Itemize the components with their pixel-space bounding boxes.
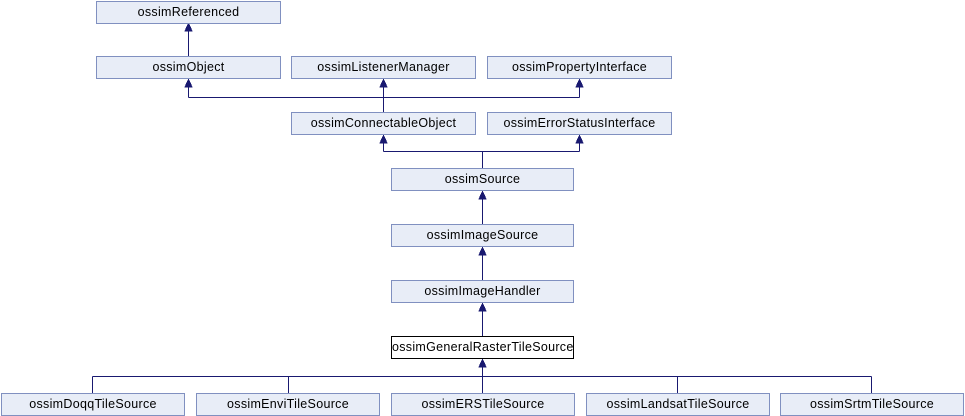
class-node-ossim-image-handler[interactable]: ossimImageHandler xyxy=(391,280,574,303)
class-node-ossim-error-status-interface[interactable]: ossimErrorStatusInterface xyxy=(487,112,672,135)
edge-ossim-object-to-ossim-referenced xyxy=(184,22,193,56)
class-node-ossim-property-interface[interactable]: ossimPropertyInterface xyxy=(487,56,672,79)
edge-ossim-image-source-to-ossim-source xyxy=(478,190,487,224)
class-node-ossim-referenced[interactable]: ossimReferenced xyxy=(96,1,281,24)
class-node-ossim-listener-manager[interactable]: ossimListenerManager xyxy=(291,56,476,79)
edge-ossim-image-handler-to-ossim-image-source xyxy=(478,246,487,280)
edge-ossim-general-raster-tile-source-to-ossim-image-handler xyxy=(478,302,487,336)
edge-ossim-source-to-bases xyxy=(379,134,584,168)
class-node-ossim-general-raster-tile-source: ossimGeneralRasterTileSource xyxy=(391,336,574,359)
class-node-ossim-object[interactable]: ossimObject xyxy=(96,56,281,79)
class-node-ossim-source[interactable]: ossimSource xyxy=(391,168,574,191)
class-node-ossim-doqq-tile-source[interactable]: ossimDoqqTileSource xyxy=(1,393,185,416)
class-node-ossim-connectable-object[interactable]: ossimConnectableObject xyxy=(291,112,476,135)
class-node-ossim-image-source[interactable]: ossimImageSource xyxy=(391,224,574,247)
class-node-ossim-ers-tile-source[interactable]: ossimERSTileSource xyxy=(391,393,575,416)
class-node-ossim-srtm-tile-source[interactable]: ossimSrtmTileSource xyxy=(780,393,964,416)
class-node-ossim-landsat-tile-source[interactable]: ossimLandsatTileSource xyxy=(586,393,770,416)
class-node-ossim-envi-tile-source[interactable]: ossimEnviTileSource xyxy=(196,393,380,416)
edge-ossim-connectable-object-to-bases xyxy=(184,78,584,112)
edge-derived-tile-sources-to-ossim-general-raster-tile-source xyxy=(92,358,872,393)
